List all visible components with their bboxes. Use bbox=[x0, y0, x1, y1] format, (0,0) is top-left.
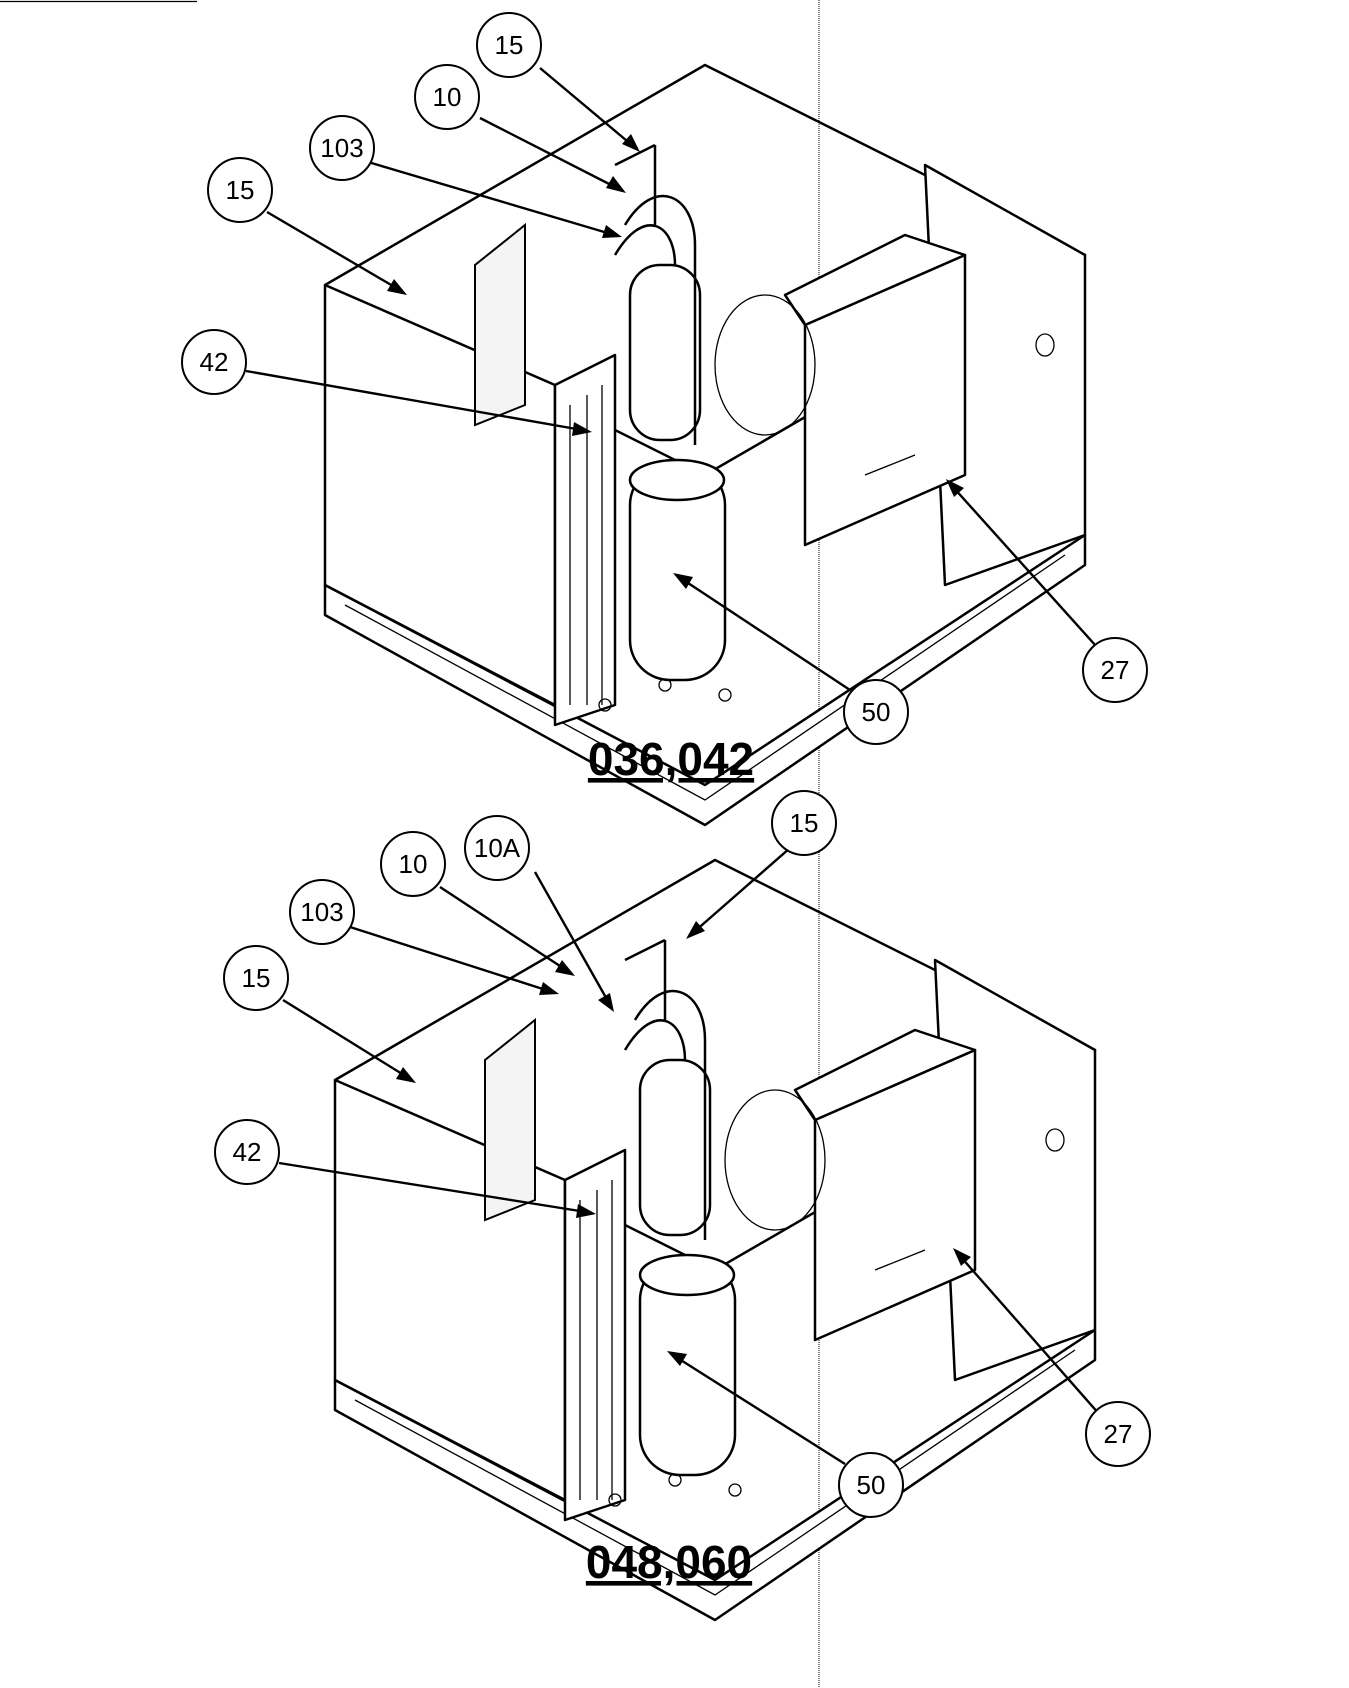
leaders-048-060 bbox=[279, 848, 1100, 1464]
callout-15-left: 15 bbox=[207, 157, 273, 223]
callout-label: 15 bbox=[226, 175, 255, 205]
callout-label: 50 bbox=[862, 697, 891, 727]
callout-label: 27 bbox=[1101, 655, 1130, 685]
callout-label: 10A bbox=[474, 833, 521, 863]
callout-50: 50 bbox=[838, 1452, 904, 1518]
callout-label: 10 bbox=[399, 849, 428, 879]
callout-label: 15 bbox=[495, 30, 524, 60]
model-label-036-042: 036,042 bbox=[588, 733, 754, 785]
callout-label: 50 bbox=[857, 1470, 886, 1500]
callout-label: 15 bbox=[242, 963, 271, 993]
callout-label: 42 bbox=[233, 1137, 262, 1167]
callout-15-top: 15 bbox=[771, 790, 837, 856]
model-label-048-060: 048,060 bbox=[586, 1536, 752, 1588]
callout-103: 103 bbox=[289, 879, 355, 945]
callout-label: 10 bbox=[433, 82, 462, 112]
callout-42: 42 bbox=[181, 329, 247, 395]
callout-50: 50 bbox=[843, 679, 909, 745]
callout-label: 15 bbox=[790, 808, 819, 838]
callout-15-left: 15 bbox=[223, 945, 289, 1011]
callout-27: 27 bbox=[1085, 1401, 1151, 1467]
callout-label: 42 bbox=[200, 347, 229, 377]
unit-drawing-036-042 bbox=[323, 63, 1087, 827]
leaders-036-042 bbox=[246, 68, 1096, 690]
callout-10a: 10A bbox=[464, 815, 530, 881]
callout-10: 10 bbox=[380, 831, 446, 897]
unit-drawing-048-060 bbox=[333, 858, 1097, 1622]
callout-10: 10 bbox=[414, 64, 480, 130]
callout-103: 103 bbox=[309, 115, 375, 181]
callout-label: 103 bbox=[320, 133, 363, 163]
callout-15-top: 15 bbox=[476, 12, 542, 78]
callout-label: 27 bbox=[1104, 1419, 1133, 1449]
callout-27: 27 bbox=[1082, 637, 1148, 703]
callout-42: 42 bbox=[214, 1119, 280, 1185]
callout-label: 103 bbox=[300, 897, 343, 927]
